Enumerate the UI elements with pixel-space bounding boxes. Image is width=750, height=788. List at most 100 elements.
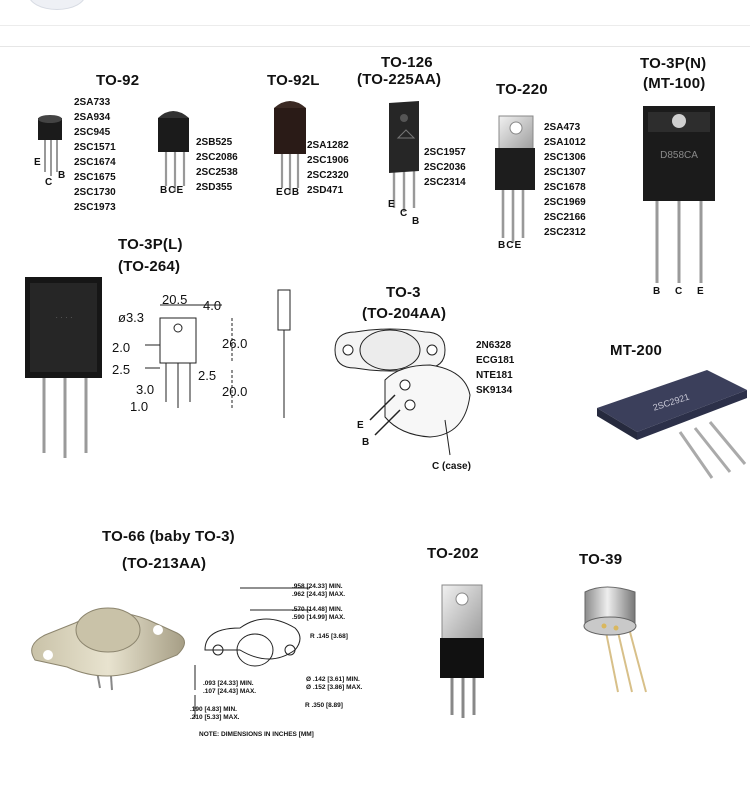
to3pl-dim-2-5b: 2.5 — [198, 368, 217, 383]
list-item: 2SC2538 — [196, 167, 238, 178]
list-item: 2SC1969 — [544, 197, 586, 208]
to66-dim-j: R .350 [8.89] — [305, 702, 343, 709]
mt200-title: MT-200 — [610, 342, 663, 359]
list-item: 2SC2166 — [544, 212, 586, 223]
to3-part-list: 2N6328 ECG181 NTE181 SK9134 — [476, 338, 514, 398]
to3pl-dim-2: 2.0 — [112, 340, 131, 355]
to126-pin-e-label: E — [388, 199, 395, 210]
to220-title: TO-220 — [496, 81, 548, 98]
divider — [0, 25, 750, 26]
list-item: SK9134 — [476, 385, 513, 396]
list-item: 2SC2312 — [544, 227, 586, 238]
to92l-pin-labels: ECB — [276, 187, 301, 198]
to3pl-dim-height: 26.0 — [222, 336, 248, 351]
svg-text:· · · ·: · · · · — [55, 313, 72, 322]
list-item: ECG181 — [476, 355, 515, 366]
to3pl-title: TO-3P(L) — [118, 236, 183, 253]
to3pn-drawing: D858CA — [643, 106, 715, 283]
list-item: 2SA473 — [544, 122, 581, 133]
list-item: 2SC1306 — [544, 152, 586, 163]
to3pl-photo: · · · · — [25, 277, 102, 458]
list-item: 2SC1957 — [424, 147, 466, 158]
to66-dim-c: .570 [14.48] MIN. — [292, 606, 343, 613]
to92l-drawing — [274, 101, 306, 194]
to220-pin-labels: BCE — [498, 240, 523, 251]
to66-dim-e: R .145 [3.68] — [310, 633, 348, 640]
list-item: 2SC2320 — [307, 170, 349, 181]
list-item: 2SA1282 — [307, 140, 349, 151]
to220-part-list: 2SA473 2SA1012 2SC1306 2SC1307 2SC1678 2… — [544, 120, 586, 240]
to92-package-drawing — [38, 115, 62, 176]
to3pn-subtitle: (MT-100) — [643, 75, 706, 92]
to66-dim-h: Ø .142 [3.61] MIN. — [306, 676, 360, 683]
to66-dimension-drawing — [194, 587, 310, 718]
list-item: 2SC1678 — [544, 182, 586, 193]
to66-title: TO-66 (baby TO-3) — [102, 528, 235, 545]
to3pl-dimension-drawing — [145, 289, 291, 418]
to92-pin-c-label: C — [45, 177, 53, 188]
to3pl-dim-3: 3.0 — [136, 382, 155, 397]
list-item: 2SD355 — [196, 182, 233, 193]
to92-pin-e-label: E — [34, 157, 41, 168]
list-item: 2SC2086 — [196, 152, 238, 163]
to3-drawing — [334, 328, 471, 456]
to66-dim-a: .958 [24.33] MIN. — [292, 583, 343, 590]
to66-dim-b: .962 [24.43] MAX. — [292, 591, 346, 598]
to66-dim-f: .093 [24.33] MIN. — [203, 680, 254, 687]
to66-dim-d: .590 [14.99] MAX. — [292, 614, 346, 621]
to202-title: TO-202 — [427, 545, 479, 562]
list-item: 2SC1973 — [74, 202, 116, 213]
to126-drawing — [389, 101, 419, 212]
to66-photo — [31, 607, 185, 691]
to126-pin-c-label: C — [400, 208, 408, 219]
to3pn-title: TO-3P(N) — [640, 55, 707, 72]
to3-title: TO-3 — [386, 284, 421, 301]
list-item: 2SC1674 — [74, 157, 116, 168]
to92-second-part-list: 2SB525 2SC2086 2SC2538 2SD355 — [196, 135, 238, 195]
to3pn-pin-b-label: B — [653, 286, 661, 297]
to92-pin-b-label: B — [58, 170, 66, 181]
to3pn-pin-e-label: E — [697, 286, 704, 297]
to126-pin-b-label: B — [412, 216, 420, 227]
list-item: 2SC1675 — [74, 172, 116, 183]
to39-title: TO-39 — [579, 551, 623, 568]
to3pl-dim-4: 4.0 — [203, 298, 222, 313]
to3pn-pin-c-label: C — [675, 286, 683, 297]
mt200-drawing: 2SC2921 — [597, 370, 747, 479]
top-bar — [0, 0, 750, 47]
list-item: 2SA934 — [74, 112, 111, 123]
list-item: 2SD471 — [307, 185, 344, 196]
list-item: 2SC1571 — [74, 142, 116, 153]
to3-pin-b-label: B — [362, 437, 370, 448]
to92-second-drawing — [158, 111, 189, 192]
to66-dim-g: .107 [24.43] MAX. — [203, 688, 257, 695]
to202-drawing — [440, 584, 484, 718]
to92l-title: TO-92L — [267, 72, 320, 89]
list-item: 2SB525 — [196, 137, 233, 148]
to66-dim-k: .190 [4.83] MIN. — [190, 706, 237, 713]
to92l-part-list: 2SA1282 2SC1906 2SC2320 2SD471 — [307, 138, 349, 198]
to126-title: TO-126 — [381, 54, 433, 71]
to3pl-dim-width: 20.5 — [162, 292, 188, 307]
to3-subtitle: (TO-204AA) — [362, 305, 447, 322]
list-item: 2SC1906 — [307, 155, 349, 166]
to92-part-list: 2SA733 2SA934 2SC945 2SC1571 2SC1674 2SC… — [74, 95, 116, 215]
list-item: 2SC2314 — [424, 177, 466, 188]
to3pn-marking: D858CA — [660, 150, 698, 161]
to39-drawing — [583, 586, 647, 693]
to66-dim-l: .210 [5.33] MAX. — [190, 714, 240, 721]
list-item: 2SC2036 — [424, 162, 466, 173]
to66-note: NOTE: DIMENSIONS IN INCHES [MM] — [199, 731, 314, 738]
to3-pin-e-label: E — [357, 420, 364, 431]
to92-title: TO-92 — [96, 72, 140, 89]
to66-dim-i: Ø .152 [3.86] MAX. — [306, 684, 363, 691]
list-item: 2SC1307 — [544, 167, 586, 178]
list-item: 2N6328 — [476, 340, 512, 351]
list-item: 2SC945 — [74, 127, 111, 138]
to3pl-dim-hole: ø3.3 — [118, 310, 145, 325]
to3pl-dim-lead: 20.0 — [222, 384, 248, 399]
to66-subtitle: (TO-213AA) — [122, 555, 207, 572]
to220-drawing — [495, 115, 535, 243]
list-item: 2SC1730 — [74, 187, 116, 198]
